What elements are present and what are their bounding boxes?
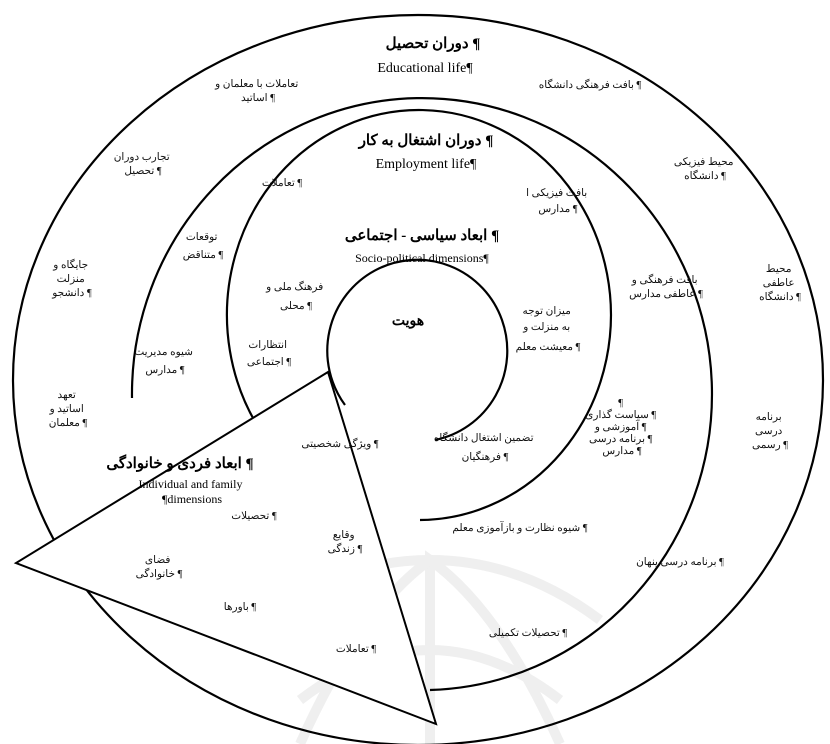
employment-title: دوران اشتغال به کار ¶ (358, 133, 494, 149)
label-supervision: شیوه نظارت و بازآموزی معلم ¶ (452, 521, 587, 534)
individual-title: ابعاد فردی و خانوادگی ¶ (106, 454, 253, 472)
rings (12, 14, 824, 744)
label-education: تحصیلات ¶ (231, 510, 277, 522)
label-educational-experiences: تجارب دوران تحصیل ¶ (114, 151, 173, 177)
label-contradictory-expectations: توقعات متناقض ¶ (183, 231, 224, 261)
label-personality: ویژگی شخصیتی ¶ (301, 437, 379, 450)
label-formal-curriculum: برنامه درسی رسمی ¶ (752, 411, 788, 451)
center-label: هویت (392, 314, 424, 329)
educational-subtitle: Educational life¶ (377, 61, 473, 76)
third-ring (225, 108, 613, 522)
label-national-culture: فرهنگ ملی و محلی ¶ (265, 280, 326, 312)
individual-subtitle: Individual and family ¶dimensions (139, 477, 246, 506)
label-family-space: فضای خانوادگی ¶ (136, 554, 183, 580)
label-postgraduate: تحصیلات تکمیلی ¶ (489, 627, 568, 639)
label-school-physical: بافت فیزیکی ا مدارس ¶ (526, 187, 590, 215)
label-attention-to-teacher: میزان توجه به منزلت و معیشت معلم ¶ (516, 305, 581, 353)
label-employment-guarantee: تضمین اشتغال دانشگاه فرهنگیان ¶ (434, 431, 536, 463)
label-social-expectations: انتظارات اجتماعی ¶ (247, 339, 292, 368)
employment-subtitle: Employment life¶ (376, 157, 477, 172)
label-school-cultural-emotional: بافت فرهنگی و عاطفی مدارس ¶ (629, 273, 703, 300)
second-ring (130, 97, 714, 692)
label-interactions-with-teachers: تعاملات با معلمان و اساتید ¶ (214, 78, 301, 104)
label-university-emotional: محیط عاطفی دانشگاه ¶ (759, 263, 801, 303)
label-employment-interactions: تعاملات ¶ (262, 177, 303, 189)
educational-title: دوران تحصیل ¶ (386, 36, 481, 52)
label-hidden-curriculum: برنامه درسی پنهان ¶ (636, 556, 724, 568)
label-school-management: شیوه مدیریت مدارس ¶ (134, 347, 195, 376)
label-beliefs: باورها ¶ (224, 601, 257, 613)
label-life-events: وقایع زندگی ¶ (328, 529, 363, 555)
label-education-policies: ¶ سیاست گذاری ¶ آموزشی و ¶ برنامه درسی ¶… (585, 398, 659, 457)
individual-family-triangle (13, 370, 438, 726)
socio-political-subtitle: Socio-political dimensions¶ (355, 251, 489, 265)
label-individual-interactions: تعاملات ¶ (336, 643, 377, 655)
label-university-culture: بافت فرهنگی دانشگاه ¶ (539, 78, 642, 91)
socio-political-title: ابعاد سیاسی - اجتماعی ¶ (345, 228, 499, 244)
center-ring (326, 258, 509, 442)
label-university-physical: محیط فیزیکی دانشگاه ¶ (674, 156, 736, 182)
label-student-status: جایگاه و منزلت دانشجو ¶ (51, 258, 92, 299)
label-teacher-commitment: تعهد اساتید و معلمان ¶ (49, 390, 88, 429)
outer-ring (12, 14, 824, 744)
